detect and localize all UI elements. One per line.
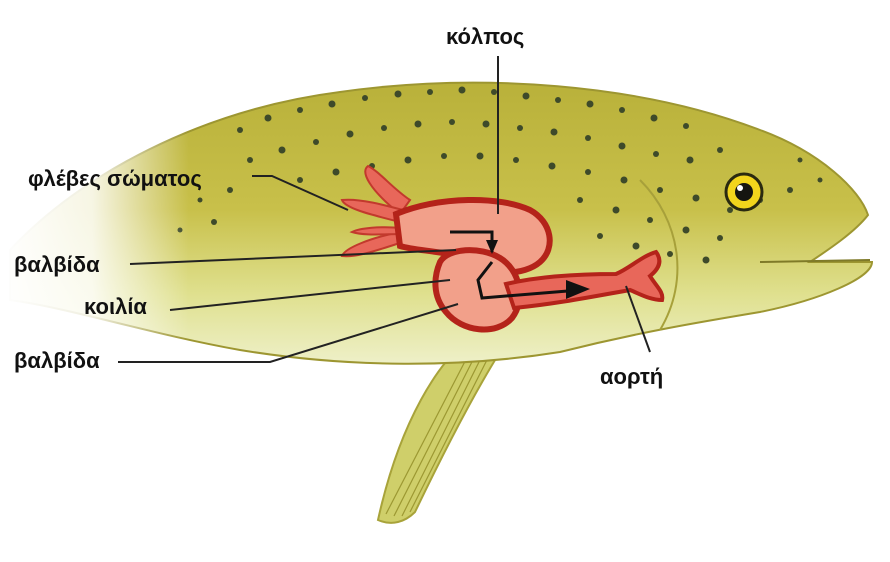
label-body-veins: φλέβες σώματος bbox=[28, 168, 202, 190]
label-valve-upper: βαλβίδα bbox=[14, 254, 100, 276]
label-ventricle: κοιλία bbox=[84, 296, 147, 318]
label-aorta: αορτή bbox=[600, 366, 663, 388]
eye-icon bbox=[726, 174, 762, 210]
label-valve-lower: βαλβίδα bbox=[14, 350, 100, 372]
label-atrium: κόλπος bbox=[446, 26, 524, 48]
